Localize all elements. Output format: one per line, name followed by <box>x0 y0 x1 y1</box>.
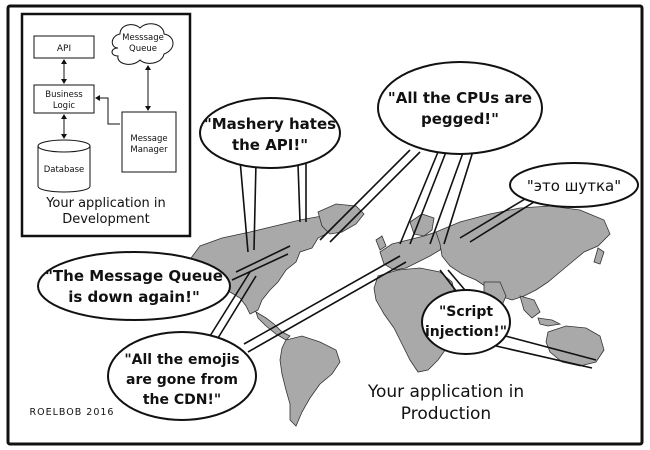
bubble-cpus-shape <box>377 61 543 155</box>
bubble-mashery-line-2: the API!" <box>232 136 308 154</box>
bubble-joke-text: "это шутка" <box>527 177 621 195</box>
bubble-emoji-line-3: the CDN!" <box>143 392 221 408</box>
bubble-message-queue-shape <box>37 251 231 321</box>
bubble-message-queue: "The Message Queue is down again!" <box>37 251 231 321</box>
production-caption-2: Production <box>401 404 491 424</box>
queue-label-1: Messsage <box>122 33 164 43</box>
bubble-script-injection-line-1: "Script <box>439 304 493 320</box>
bubble-joke: "это шутка" <box>509 162 639 208</box>
api-box <box>33 35 95 59</box>
api-label: API <box>57 44 71 54</box>
message-manager-label-1: Message <box>130 134 167 144</box>
bubble-mashery-line-1: "Mashery hates <box>204 115 336 133</box>
production-caption-1: Your application in <box>367 382 524 402</box>
queue-label-2: Queue <box>129 44 157 54</box>
bubble-joke-shape <box>509 162 639 208</box>
australia <box>545 325 605 367</box>
development-caption-2: Development <box>62 212 150 227</box>
development-caption-1: Your application in <box>45 196 166 211</box>
bubble-emoji-shape <box>107 331 257 421</box>
europe <box>379 231 445 271</box>
bubble-emoji-line-2: are gone from <box>126 372 238 388</box>
artist-signature: ROELBOB 2016 <box>30 407 115 418</box>
bubble-script-injection-line-2: injection!" <box>425 324 507 340</box>
bubble-cpus: "All the CPUs are pegged!" <box>377 61 543 155</box>
indonesia <box>537 317 562 327</box>
database-label: Database <box>44 165 85 175</box>
message-manager-box <box>121 111 177 173</box>
business-logic-box <box>33 84 95 114</box>
southeast-asia <box>519 295 541 319</box>
bubble-message-queue-line-2: is down again!" <box>68 288 200 306</box>
bubble-emoji: "All the emojis are gone from the CDN!" <box>107 331 257 421</box>
bubble-script-injection: "Script injection!" <box>421 289 511 355</box>
japan <box>593 247 605 265</box>
uk <box>375 235 387 251</box>
bubble-mashery-shape <box>199 97 341 169</box>
bubble-message-queue-line-1: "The Message Queue <box>45 267 223 285</box>
message-queue-cloud <box>111 23 174 65</box>
business-logic-label-1: Business <box>45 90 83 100</box>
bubble-cpus-line-2: pegged!" <box>421 110 499 128</box>
database-cylinder <box>37 146 91 193</box>
inset-arrowheads <box>61 59 151 139</box>
asia <box>435 205 611 301</box>
bubble-emoji-line-1: "All the emojis <box>124 352 239 368</box>
bubble-script-injection-shape <box>421 289 511 355</box>
development-inset: API Messsage Queue Business Logic Databa… <box>20 12 192 238</box>
business-logic-label-2: Logic <box>53 101 76 111</box>
south-america <box>279 335 341 427</box>
bubble-mashery: "Mashery hates the API!" <box>199 97 341 169</box>
bubble-cpus-line-1: "All the CPUs are <box>388 89 532 107</box>
message-manager-label-2: Manager <box>130 145 168 155</box>
database-top <box>37 139 91 153</box>
